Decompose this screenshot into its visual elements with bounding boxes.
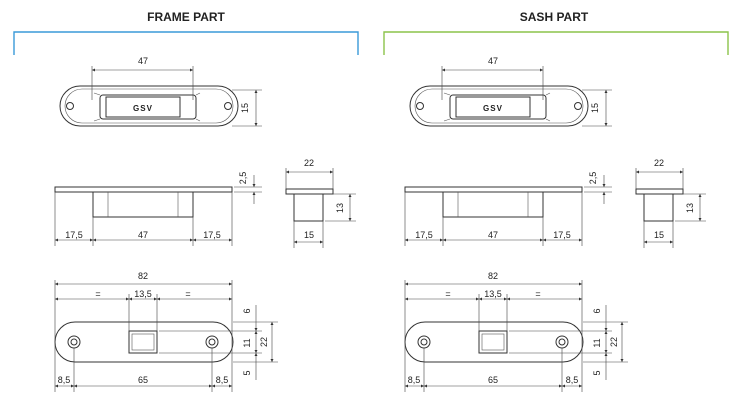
dim-top-width: 47 xyxy=(488,56,498,66)
side-view: 17,5 47 17,5 2,5 xyxy=(54,172,262,246)
section-sash-part: SASH PART GSV 47 15 1 xyxy=(383,10,729,392)
dim-end-bottom: 15 xyxy=(654,230,664,240)
dim-base-right-mid: 11 xyxy=(242,338,252,347)
dim-side-left: 17,5 xyxy=(65,230,83,240)
side-view: 17,5 47 17,5 2,5 xyxy=(404,172,612,246)
mount-hole xyxy=(420,338,428,346)
dim-base-right-total: 22 xyxy=(259,337,269,347)
base-view: 82 = 13,5 = 6 11 22 5 8,5 65 8,5 xyxy=(54,271,278,392)
dim-end-height: 13 xyxy=(685,203,695,213)
dim-base-right-mid: 11 xyxy=(592,338,602,347)
dim-base-left-edge: 8,5 xyxy=(58,375,71,385)
dim-base-slot: 13,5 xyxy=(134,289,152,299)
insert-logo: GSV xyxy=(133,104,153,113)
dim-side-left: 17,5 xyxy=(415,230,433,240)
mount-hole xyxy=(555,335,569,349)
end-view: 22 13 15 xyxy=(635,158,706,248)
dim-base-total: 82 xyxy=(138,271,148,281)
dim-base-right-top: 6 xyxy=(592,308,602,313)
top-view: GSV 47 15 xyxy=(59,56,262,127)
base-view: 82 = 13,5 = 6 11 22 5 8,5 65 8,5 xyxy=(404,271,628,392)
dim-side-right: 17,5 xyxy=(553,230,571,240)
dim-side-thickness: 2,5 xyxy=(588,172,598,185)
dim-base-eq-right: = xyxy=(185,289,190,299)
insert-logo: GSV xyxy=(483,104,503,113)
dim-end-width: 22 xyxy=(304,158,314,168)
mount-hole xyxy=(417,335,431,349)
dim-side-right: 17,5 xyxy=(203,230,221,240)
dim-top-height: 15 xyxy=(590,103,600,113)
mount-hole xyxy=(558,338,566,346)
mount-hole xyxy=(66,102,74,110)
mount-hole xyxy=(208,338,216,346)
magnet-insert xyxy=(455,96,531,118)
dim-base-right-edge: 8,5 xyxy=(566,375,579,385)
dim-base-slot: 13,5 xyxy=(484,289,502,299)
mount-hole xyxy=(205,335,219,349)
dim-top-width: 47 xyxy=(138,56,148,66)
mount-hole xyxy=(70,338,78,346)
dim-base-right-total: 22 xyxy=(609,337,619,347)
section-title: SASH PART xyxy=(520,10,589,24)
section-bracket xyxy=(383,31,729,55)
end-view: 22 13 15 xyxy=(285,158,356,248)
dim-base-right-edge: 8,5 xyxy=(216,375,229,385)
dim-base-hole-span: 65 xyxy=(488,375,498,385)
dim-top-height: 15 xyxy=(240,103,250,113)
section-bracket xyxy=(13,31,359,55)
dim-side-middle: 47 xyxy=(138,230,148,240)
mount-hole xyxy=(574,102,582,110)
dim-base-eq-left: = xyxy=(95,289,100,299)
section-frame-part: FRAME PART GSV 47 15 xyxy=(13,10,359,392)
dim-base-right-bottom: 5 xyxy=(592,370,602,375)
mount-hole xyxy=(416,102,424,110)
magnet-insert xyxy=(105,96,181,118)
dim-base-left-edge: 8,5 xyxy=(408,375,421,385)
top-view: GSV 47 15 xyxy=(409,56,612,127)
dim-base-right-top: 6 xyxy=(242,308,252,313)
mount-hole xyxy=(224,102,232,110)
dim-base-total: 82 xyxy=(488,271,498,281)
dim-end-height: 13 xyxy=(335,203,345,213)
dim-side-thickness: 2,5 xyxy=(238,172,248,185)
dim-side-middle: 47 xyxy=(488,230,498,240)
dim-end-width: 22 xyxy=(654,158,664,168)
dim-base-hole-span: 65 xyxy=(138,375,148,385)
dim-base-eq-left: = xyxy=(445,289,450,299)
mount-hole xyxy=(67,335,81,349)
dim-end-bottom: 15 xyxy=(304,230,314,240)
section-title: FRAME PART xyxy=(147,10,225,24)
dim-base-right-bottom: 5 xyxy=(242,370,252,375)
dim-base-eq-right: = xyxy=(535,289,540,299)
